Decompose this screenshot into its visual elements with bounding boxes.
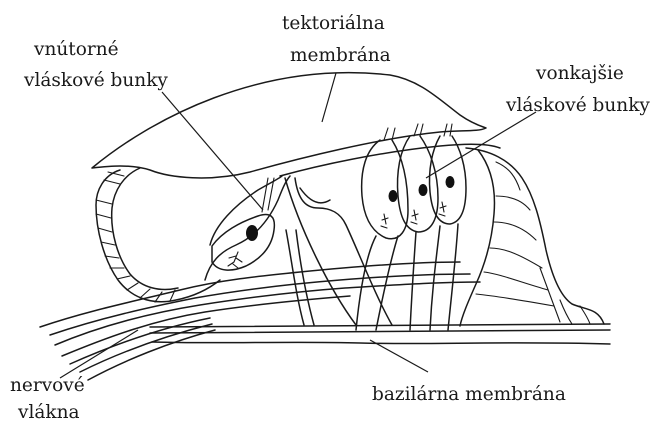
label-tectorial-membrane-line1: tektoriálna <box>282 13 385 34</box>
reticular-lamina <box>280 144 500 176</box>
outer-hair-cell-nucleus-2 <box>419 184 428 196</box>
pointer-inner-hair-cells <box>162 92 263 210</box>
pointer-outer-hair-cells <box>426 112 536 178</box>
outer-hair-cell-nucleus-3 <box>446 176 455 188</box>
pointer-basilar <box>370 340 428 372</box>
label-nerve-fibers-line1: nervové <box>10 375 85 396</box>
label-outer-hair-cells-line2: vláskové bunky <box>505 95 650 116</box>
label-basilar-membrane: bazilárna membrána <box>372 384 566 405</box>
inner-hair-cell-nucleus <box>246 225 258 241</box>
label-inner-hair-cells-line1: vnútorné <box>33 39 119 60</box>
pointer-tectorial <box>322 73 336 122</box>
label-inner-hair-cells-line2: vláskové bunky <box>23 70 168 91</box>
label-tectorial-membrane-line2: membrána <box>290 45 391 66</box>
label-nerve-fibers-line2: vlákna <box>17 402 80 423</box>
supporting-cells-right <box>460 148 604 326</box>
pillar-cells <box>285 178 392 325</box>
limbus-cell-chain <box>96 168 220 302</box>
label-outer-hair-cells-line1: vonkajšie <box>535 63 624 84</box>
nerve-fibers <box>40 262 480 380</box>
pointer-nerve-fibers <box>60 330 138 378</box>
outer-hair-cell-nucleus-1 <box>389 190 398 202</box>
basilar-membrane <box>150 324 610 344</box>
